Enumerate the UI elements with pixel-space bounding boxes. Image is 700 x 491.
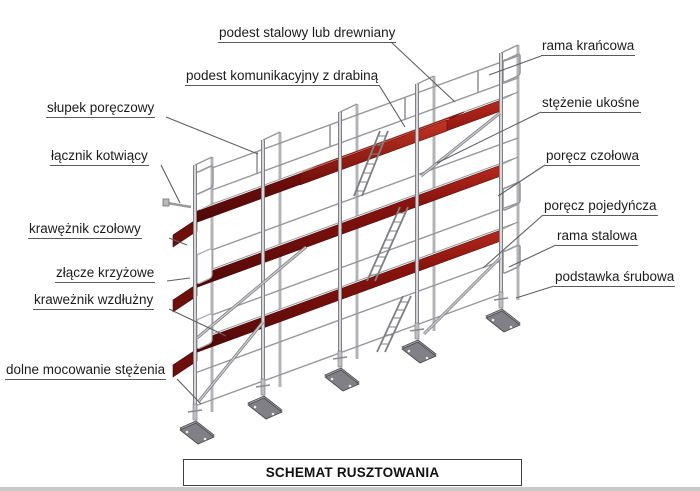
guardrail-posts <box>256 71 479 174</box>
base-plate <box>401 322 437 364</box>
diagram-title: SCHEMAT RUSZTOWANIA <box>183 459 522 486</box>
label-dolne-mocowanie: dolne mocowanie stężenia <box>5 362 167 380</box>
end-toe-boards <box>172 218 198 378</box>
base-plate <box>247 378 283 420</box>
label-lacznik-kotwiacy: łącznik kotwiący <box>50 148 149 166</box>
label-rama-krancowa: rama krańcowa <box>541 38 636 56</box>
front-low-rails <box>194 260 502 407</box>
base-plate <box>179 403 215 445</box>
label-porecz-pojedyncza: poręcz pojedyńcza <box>543 198 658 216</box>
anchor-tie <box>162 198 192 209</box>
base-plates <box>179 291 521 445</box>
frame-top-connectors <box>194 44 519 166</box>
label-podest-komunikacyjny: podest komunikacyjny z drabiną <box>185 68 380 86</box>
label-rama-stalowa: rama stalowa <box>556 228 639 246</box>
ladder <box>353 130 412 353</box>
base-plate <box>485 291 521 333</box>
label-podest-stalowy: podest stalowy lub drewniany <box>218 25 397 43</box>
label-stezenie-ukosne: stężenie ukośne <box>541 95 641 113</box>
label-kraweznik-czolowy: krawężnik czołowy <box>28 221 142 239</box>
leader-lines <box>160 41 557 405</box>
front-posts <box>193 53 503 420</box>
base-plate <box>324 350 360 392</box>
bottom-edge-strip <box>0 487 700 491</box>
label-slupek-poreczowy: słupek poręczowy <box>46 100 156 118</box>
diagonal-braces <box>196 111 502 402</box>
end-guardrail-hoops <box>195 53 521 274</box>
label-podstawka-srubowa: podstawka śrubowa <box>554 269 676 287</box>
label-porecz-czolowa: poręcz czołowa <box>545 148 641 166</box>
back-posts <box>210 45 520 412</box>
platform-level-middle <box>194 156 519 289</box>
label-zlacze-krzyzowe: złącze krzyżowe <box>55 265 156 283</box>
label-kraweznik-wzdluzny: kraweżnik wzdłużny <box>33 292 155 310</box>
